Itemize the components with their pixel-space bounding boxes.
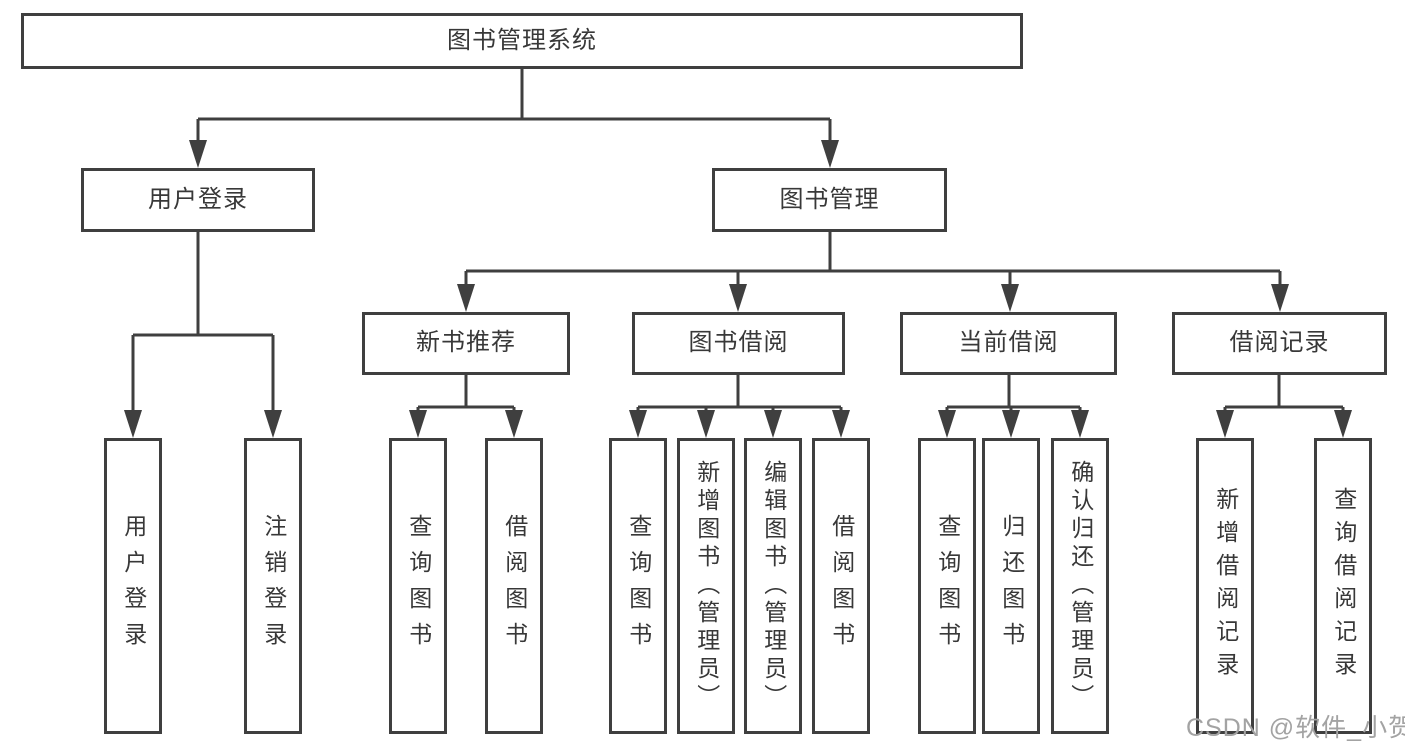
leaf-query-books-borrow: 查询图书	[609, 438, 667, 734]
node-current-borrow: 当前借阅	[900, 312, 1117, 375]
node-label: 图书管理系统	[447, 26, 597, 54]
leaf-label: 确认归还（管理员）	[1067, 460, 1094, 712]
leaf-borrow-book-recommend: 借阅图书	[485, 438, 543, 734]
leaf-label: 新增借阅记录	[1212, 487, 1239, 685]
node-book-borrow: 图书借阅	[632, 312, 845, 375]
leaf-label: 查询图书	[625, 514, 652, 658]
leaf-confirm-return-admin: 确认归还（管理员）	[1051, 438, 1109, 734]
node-label: 用户登录	[148, 185, 248, 213]
leaf-label: 新增图书（管理员）	[693, 460, 720, 712]
leaf-query-books-recommend: 查询图书	[389, 438, 447, 734]
leaf-user-login: 用户登录	[104, 438, 162, 734]
node-root-system: 图书管理系统	[21, 13, 1023, 69]
leaf-label: 借阅图书	[501, 514, 528, 658]
leaf-label: 查询图书	[405, 514, 432, 658]
leaf-logout: 注销登录	[244, 438, 302, 734]
leaf-borrow-book: 借阅图书	[812, 438, 870, 734]
node-label: 图书管理	[779, 185, 880, 213]
leaf-label: 用户登录	[120, 514, 147, 658]
leaf-add-borrow-record: 新增借阅记录	[1196, 438, 1254, 734]
node-label: 新书推荐	[416, 329, 516, 357]
leaf-label: 借阅图书	[828, 514, 855, 658]
node-label: 借阅记录	[1229, 329, 1330, 357]
leaf-edit-book-admin: 编辑图书（管理员）	[744, 438, 802, 734]
leaf-label: 注销登录	[260, 514, 287, 658]
node-new-book-recommend: 新书推荐	[362, 312, 570, 375]
node-user-login: 用户登录	[81, 168, 315, 232]
leaf-label: 编辑图书（管理员）	[760, 460, 787, 712]
leaf-label: 查询借阅记录	[1330, 487, 1357, 685]
leaf-add-book-admin: 新增图书（管理员）	[677, 438, 735, 734]
node-borrow-records: 借阅记录	[1172, 312, 1387, 375]
node-label: 图书借阅	[688, 329, 789, 357]
leaf-return-book: 归还图书	[982, 438, 1040, 734]
leaf-query-borrow-record: 查询借阅记录	[1314, 438, 1372, 734]
leaf-query-books-current: 查询图书	[918, 438, 976, 734]
node-label: 当前借阅	[958, 329, 1059, 357]
leaf-label: 归还图书	[998, 514, 1025, 658]
leaf-label: 查询图书	[934, 514, 961, 658]
node-book-management: 图书管理	[712, 168, 947, 232]
csdn-watermark: CSDN @软件_小贺同学	[1186, 714, 1405, 742]
arrowheads	[124, 140, 1352, 438]
